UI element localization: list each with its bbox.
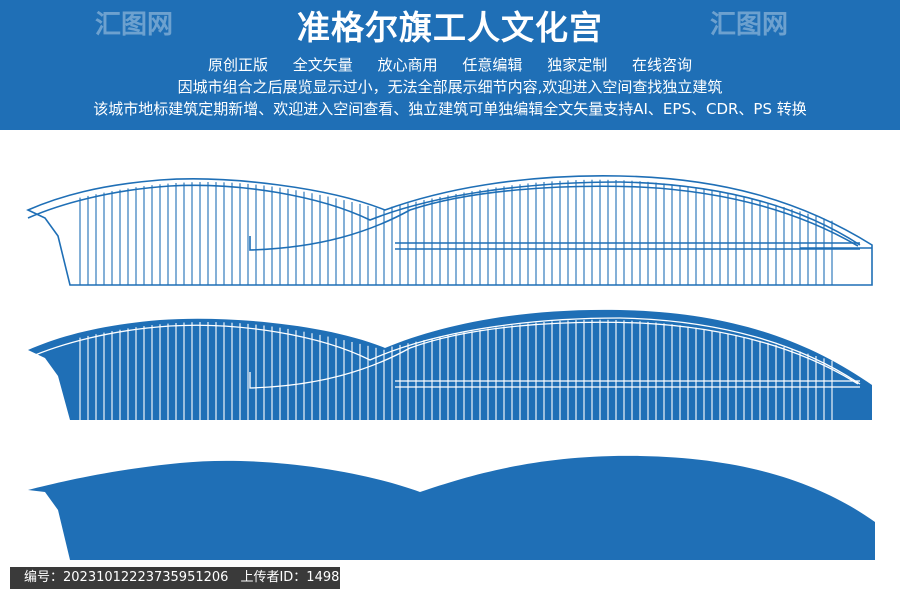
feature-item: 原创正版 — [208, 56, 269, 74]
filled-elevation — [27, 309, 872, 420]
outline-elevation — [26, 175, 873, 286]
uploader-label: 上传者ID： — [240, 570, 307, 585]
feature-item: 独家定制 — [547, 56, 608, 74]
feature-list: 原创正版 全文矢量 放心商用 任意编辑 独家定制 在线咨询 — [0, 55, 900, 75]
uploader-value: 1498066 — [306, 570, 365, 585]
notice-line-2: 该城市地标建筑定期新增、欢迎进入空间查看、独立建筑可单独编辑全文矢量支持AI、E… — [93, 100, 807, 118]
silhouette — [28, 455, 875, 560]
feature-item: 放心商用 — [377, 56, 438, 74]
id-label: 编号： — [24, 570, 64, 585]
id-value: 20231012223735951206 — [63, 570, 229, 585]
building-drawings — [26, 175, 875, 560]
watermark-logo: 汇图网 — [710, 10, 789, 40]
watermark-logo: 汇图网 — [95, 10, 174, 40]
header-banner: 准格尔旗工人文化宫 原创正版 全文矢量 放心商用 任意编辑 独家定制 在线咨询 … — [0, 0, 900, 130]
page-title: 准格尔旗工人文化宫 — [297, 8, 603, 47]
feature-item: 任意编辑 — [462, 56, 523, 74]
notice-line: 因城市组合之后展览显示过小，无法全部展示细节内容,欢迎进入空间查找独立建筑 — [177, 78, 723, 96]
footer-bar: 编号：20231012223735951206 上传者ID：1498066 — [10, 567, 364, 589]
feature-item: 在线咨询 — [631, 56, 692, 74]
feature-item: 全文矢量 — [292, 56, 353, 74]
